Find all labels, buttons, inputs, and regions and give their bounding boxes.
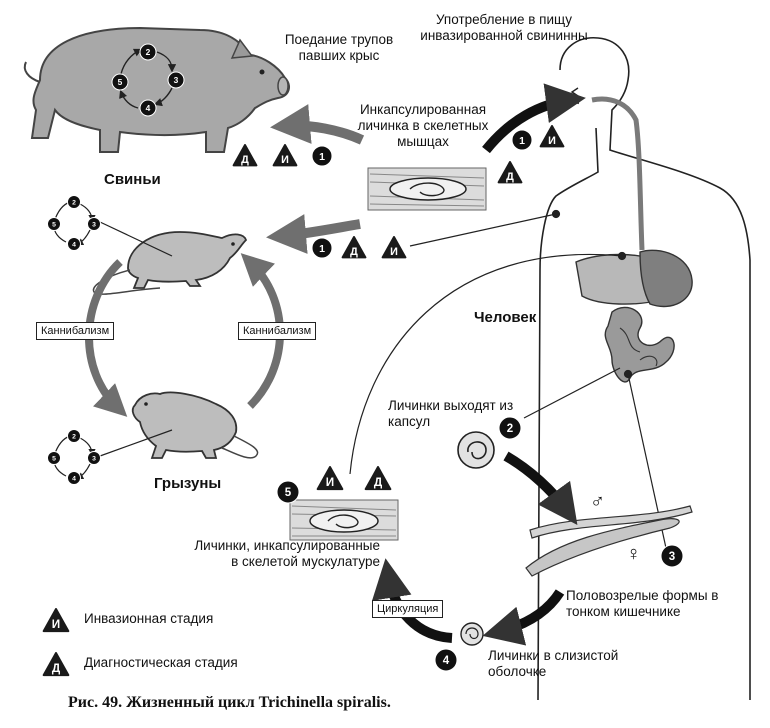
- svg-text:4: 4: [72, 241, 76, 248]
- rat-top-step-4-marker: 4: [67, 237, 81, 251]
- label-larvae-mucosa: Личинки в слизистой оболочке: [488, 648, 619, 679]
- rat-bottom-pointer: [99, 429, 173, 457]
- svg-text:1: 1: [319, 243, 325, 255]
- label-larvae-muscle: Личинки, инкапсулированные в скелетой му…: [194, 538, 380, 569]
- svg-text:3: 3: [174, 75, 179, 85]
- svg-text:2: 2: [72, 199, 76, 206]
- svg-text:И: И: [326, 476, 334, 489]
- svg-text:5: 5: [52, 221, 56, 228]
- label-eating-rats: Поедание трупов павших крыс: [284, 32, 394, 63]
- label-encapsulated-larva: Инкапсулированная личинка в скелетных мы…: [357, 102, 489, 149]
- adult-worms: [525, 505, 693, 577]
- svg-text:5: 5: [52, 455, 56, 462]
- svg-text:3: 3: [92, 455, 96, 462]
- male-symbol: ♂: [590, 491, 605, 513]
- svg-text:2: 2: [507, 423, 513, 435]
- step-1-rodents-marker: 1: [311, 237, 333, 259]
- encapsulated-larva-tissue-top: [367, 167, 487, 211]
- rodents-invasive-marker: И: [381, 236, 407, 259]
- svg-text:5: 5: [285, 487, 292, 499]
- label-larvae-exit: Личинки выходят из капсул: [388, 398, 514, 429]
- svg-text:Д: Д: [374, 476, 383, 489]
- rat-top-step-5-marker: 5: [47, 217, 61, 231]
- label-circulation: Циркуляция: [372, 600, 444, 618]
- step-2-marker: 2: [498, 416, 522, 440]
- female-symbol: ♀: [626, 543, 641, 565]
- label-cannibalism-right: Каннибализм: [238, 322, 317, 340]
- muscle-invasive-marker: И: [316, 466, 344, 491]
- gray-flow-arrows: [266, 104, 365, 254]
- rat-top-step-2-marker: 2: [67, 195, 81, 209]
- svg-text:1: 1: [319, 151, 325, 163]
- rat-bottom-step-2-marker: 2: [67, 429, 81, 443]
- muscle-diagnostic-marker: Д: [364, 466, 392, 491]
- label-cannibalism-left: Каннибализм: [36, 322, 115, 340]
- human-illustration: [537, 37, 751, 701]
- pig-illustration: [23, 26, 291, 153]
- rat-bottom-illustration: [131, 391, 259, 459]
- svg-text:И: И: [52, 618, 60, 631]
- step-3-marker: 3: [660, 544, 684, 568]
- step-1-human-marker: 1: [511, 129, 533, 151]
- pigs-diagnostic-marker: Д: [232, 144, 258, 167]
- svg-text:2: 2: [146, 47, 151, 57]
- rat-bottom-step-5-marker: 5: [47, 451, 61, 465]
- pig-cycle-arrows: [119, 48, 177, 109]
- legend-invasive-triangle: И: [42, 608, 70, 633]
- label-pigs: Свиньи: [104, 171, 161, 188]
- svg-text:И: И: [281, 154, 289, 166]
- human-invasive-marker: И: [539, 125, 565, 148]
- encapsulated-larva-tissue-bottom: [289, 499, 399, 541]
- svg-text:2: 2: [72, 433, 76, 440]
- figure-caption: Рис. 49. Жизненный цикл Trichinella spir…: [68, 694, 391, 711]
- svg-text:4: 4: [443, 655, 450, 667]
- rodents-diagnostic-marker: Д: [341, 236, 367, 259]
- black-flow-arrows: [372, 83, 586, 646]
- pig-step-2-marker: 2: [139, 43, 157, 61]
- legend-diagnostic-stage: Диагностическая стадия: [84, 655, 238, 670]
- svg-text:3: 3: [669, 551, 675, 563]
- svg-text:4: 4: [146, 103, 151, 113]
- larva-exiting-capsule: [457, 431, 495, 469]
- legend-invasive-stage: Инвазионная стадия: [84, 611, 214, 626]
- svg-text:И: И: [548, 135, 556, 147]
- larva-in-mucosa: [460, 622, 484, 646]
- rat-bottom-step-3-marker: 3: [87, 451, 101, 465]
- pigs-invasive-marker: И: [272, 144, 298, 167]
- legend-diagnostic-triangle: Д: [42, 652, 70, 677]
- step-1-pigs-marker: 1: [311, 145, 333, 167]
- svg-text:Д: Д: [52, 662, 61, 675]
- svg-text:Д: Д: [506, 171, 514, 183]
- svg-text:4: 4: [72, 475, 76, 482]
- label-human: Человек: [474, 309, 537, 326]
- svg-text:Д: Д: [241, 154, 249, 166]
- rat-top-pointer: [99, 221, 173, 257]
- svg-text:3: 3: [92, 221, 96, 228]
- svg-text:5: 5: [118, 77, 123, 87]
- svg-text:И: И: [390, 246, 398, 258]
- label-adult-forms: Половозрелые формы в тонком кишечнике: [566, 588, 719, 619]
- label-rodents: Грызуны: [154, 475, 222, 492]
- rat-top-step-3-marker: 3: [87, 217, 101, 231]
- pig-step-3-marker: 3: [167, 71, 185, 89]
- pig-step-4-marker: 4: [139, 99, 157, 117]
- step-4-marker: 4: [434, 648, 458, 672]
- step-5-marker: 5: [276, 480, 300, 504]
- label-eating-pork: Употребление в пищу инвазированной свини…: [420, 12, 588, 43]
- svg-text:1: 1: [519, 135, 525, 147]
- pig-step-5-marker: 5: [111, 73, 129, 91]
- svg-text:Д: Д: [350, 246, 358, 258]
- human-diagnostic-marker: Д: [497, 161, 523, 184]
- rat-bottom-step-4-marker: 4: [67, 471, 81, 485]
